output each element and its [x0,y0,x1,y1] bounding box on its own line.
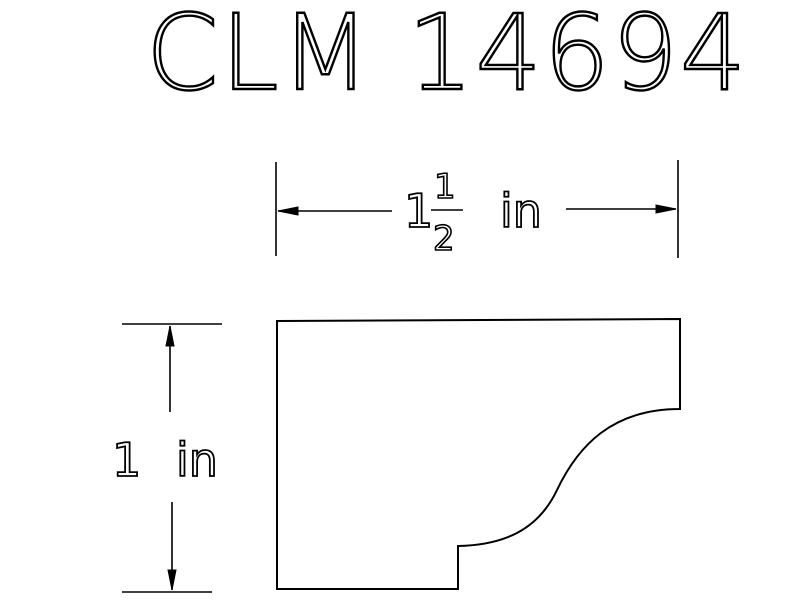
molding-profile-outline [276,317,681,590]
height-arrowhead-bottom [167,569,177,591]
width-fraction-denominator: 2 [433,219,455,259]
width-fraction-numerator: 1 [434,167,456,207]
height-unit: in [176,433,218,487]
width-whole-number: 1 [404,184,433,238]
width-arrowhead-left [277,206,299,216]
width-unit: in [500,184,542,238]
height-value: 1 [112,433,141,487]
height-arrowhead-top [165,325,175,347]
width-dimension: 1 1 2 in [275,160,679,260]
part-number-title: CLM 14694 [146,0,748,114]
height-dimension: 1 in [111,323,222,593]
width-arrowhead-right [655,204,677,214]
